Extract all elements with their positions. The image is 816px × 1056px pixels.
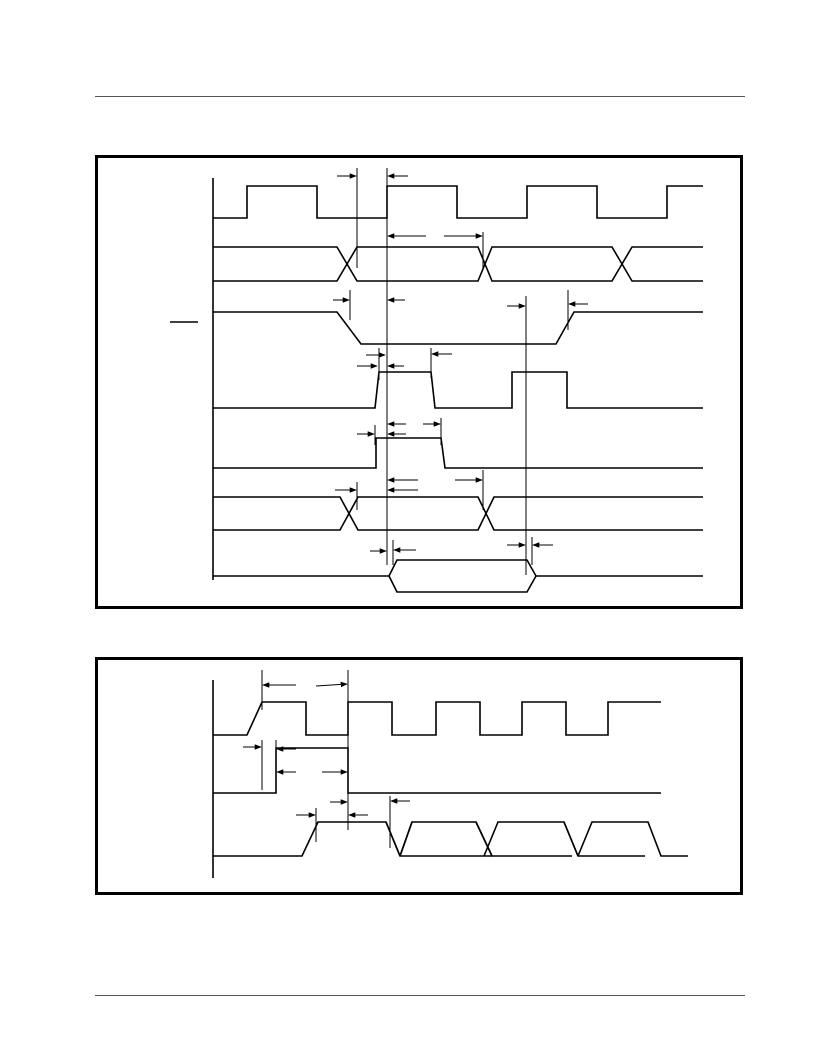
timing-diagram-2 — [212, 670, 688, 878]
timing-diagram-2-frame — [95, 657, 743, 895]
dimension-arrow — [315, 681, 348, 688]
clock-waveform-2 — [213, 701, 661, 736]
header-rule — [95, 96, 745, 97]
timing-diagram-1 — [170, 168, 703, 593]
bus-a-waveform-complement — [213, 246, 703, 282]
data-bus-waveform-lower — [385, 821, 579, 857]
data-output-waveform-lower — [388, 575, 537, 593]
pulse-1-waveform — [213, 371, 703, 409]
footer-rule — [95, 995, 745, 996]
control-step-waveform — [213, 747, 661, 794]
pulse-2-waveform — [213, 437, 703, 469]
active-low-waveform — [213, 311, 703, 345]
timing-diagram-1-frame — [95, 155, 743, 609]
bus-b-waveform — [213, 496, 703, 531]
bus-b-waveform-complement — [213, 496, 703, 531]
data-output-waveform — [213, 559, 703, 577]
data-bus-waveform — [213, 821, 688, 857]
clock-waveform-1 — [213, 185, 703, 219]
